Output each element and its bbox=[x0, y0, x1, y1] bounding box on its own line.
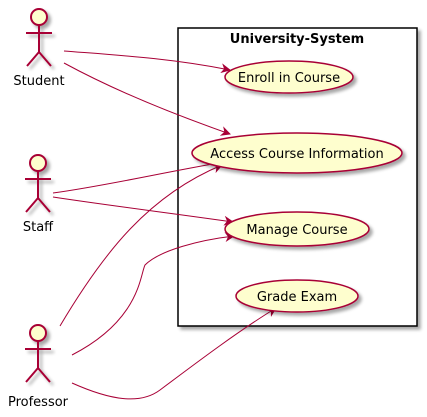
stick-figure-icon bbox=[25, 324, 51, 383]
use-case-manage: Manage Course bbox=[224, 211, 370, 247]
edge-student-enroll bbox=[63, 50, 231, 74]
stick-figure-icon bbox=[25, 154, 51, 213]
actor-professor: Professor bbox=[8, 324, 69, 410]
use-case-label: Access Course Information bbox=[210, 147, 383, 162]
use-case-grade: Grade Exam bbox=[235, 279, 359, 313]
actor-student: Student bbox=[13, 8, 65, 89]
use-case-label: Enroll in Course bbox=[238, 71, 340, 86]
use-case-label: Manage Course bbox=[246, 223, 347, 238]
actor-label: Staff bbox=[23, 220, 54, 235]
edge-professor-manage bbox=[71, 232, 235, 356]
actor-label: Student bbox=[13, 74, 64, 89]
edge-staff-manage bbox=[52, 196, 234, 226]
use-case-label: Grade Exam bbox=[257, 290, 337, 305]
associations bbox=[52, 50, 277, 400]
edge-professor-access bbox=[59, 163, 223, 327]
system-title: University-System bbox=[230, 32, 364, 47]
edge-student-access bbox=[63, 62, 231, 136]
edge-professor-grade bbox=[71, 307, 277, 400]
stick-figure-icon bbox=[26, 8, 52, 67]
actor-label: Professor bbox=[8, 395, 69, 410]
edge-staff-access bbox=[52, 158, 225, 194]
use-case-access: Access Course Information bbox=[191, 132, 403, 174]
use-case-enroll: Enroll in Course bbox=[224, 60, 354, 94]
actor-staff: Staff bbox=[23, 154, 54, 235]
